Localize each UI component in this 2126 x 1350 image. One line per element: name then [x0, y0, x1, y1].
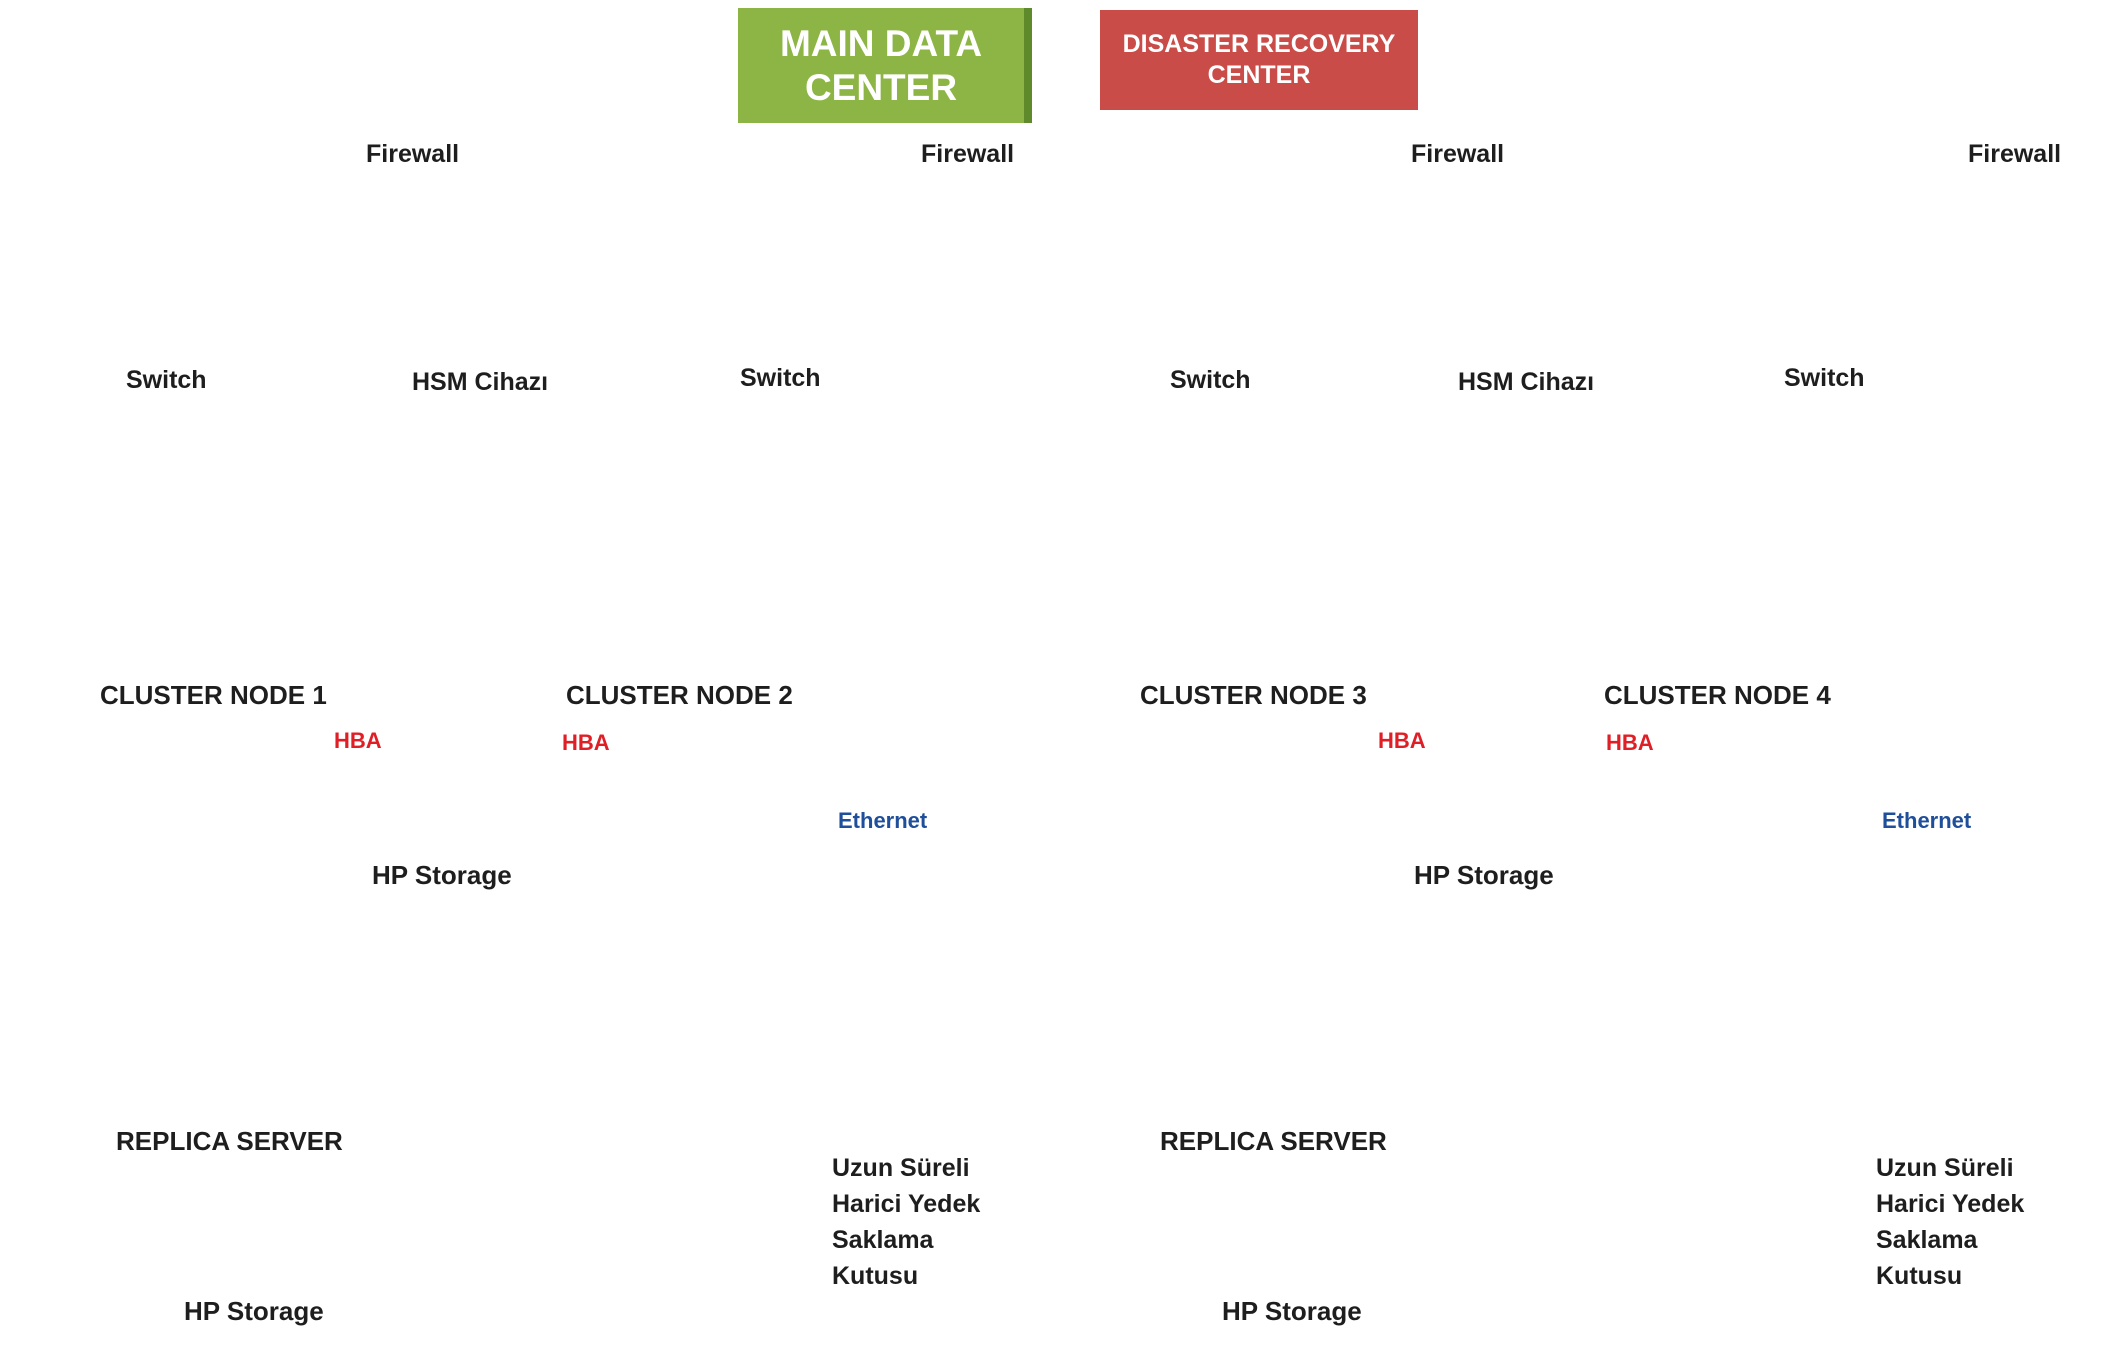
main-firewall-1-label: Firewall — [366, 140, 460, 168]
dr-node-a-label: CLUSTER NODE 3 — [1140, 680, 1367, 710]
dr-backup-line-4: Kutusu — [1876, 1262, 1963, 1290]
main-storage-bottom-label: HP Storage — [184, 1296, 324, 1326]
main-backup-line-4: Kutusu — [832, 1262, 919, 1290]
main-hba-b-label: HBA — [562, 730, 610, 755]
main-center-title-line1: MAIN DATA — [779, 22, 983, 64]
dr-backup-box-icon — [1909, 1002, 2052, 1143]
dr-hba-a-label: HBA — [1378, 728, 1426, 753]
main-switch-right-label: Switch — [740, 364, 821, 392]
main-backup-line-2: Harici Yedek — [832, 1190, 981, 1218]
dr-hsm-icon — [1401, 295, 1675, 361]
dr-link-swr-replica — [1463, 352, 1884, 1082]
main-backup-line-1: Uzun Süreli — [832, 1154, 970, 1182]
main-cluster-node-b-icon — [495, 544, 789, 657]
dr-storage-top-label: HP Storage — [1414, 860, 1554, 890]
main-center-title: MAIN DATA CENTER — [738, 8, 1024, 123]
dr-hsm-label: HSM Cihazı — [1458, 368, 1595, 396]
dr-firewall-1-icon — [1161, 121, 1403, 169]
main-hsm-label: HSM Cihazı — [412, 368, 549, 396]
dr-backup-line-3: Saklama — [1876, 1226, 1978, 1254]
dr-switch-right-icon — [1725, 298, 1989, 343]
dr-center-title: DISASTER RECOVERY CENTER — [1100, 10, 1418, 110]
main-switch-left-label: Switch — [126, 366, 207, 394]
main-firewall-2-label: Firewall — [921, 140, 1015, 168]
main-node-b-label: CLUSTER NODE 2 — [566, 680, 793, 710]
dr-node-b-label: CLUSTER NODE 4 — [1604, 680, 1831, 710]
main-cluster-node-a-icon — [119, 544, 413, 657]
main-storage-top-label: HP Storage — [372, 860, 512, 890]
dr-replica-label: REPLICA SERVER — [1160, 1126, 1387, 1156]
main-storage-top-icon — [285, 800, 617, 849]
dr-link-fw2-swr — [1830, 170, 1856, 302]
main-storage-bottom-icon — [95, 1228, 427, 1277]
main-switch-right-icon — [681, 298, 945, 343]
dr-center-title-line2: CENTER — [1207, 61, 1311, 89]
main-center-title-line2: CENTER — [804, 66, 958, 108]
dr-backup-line-2: Harici Yedek — [1876, 1190, 2025, 1218]
dr-link-fw1-swr — [1280, 170, 1846, 302]
main-hsm-icon — [357, 295, 631, 361]
dr-hba-b-label: HBA — [1606, 730, 1654, 755]
main-hba-a-label: HBA — [334, 728, 382, 753]
main-backup-label: Uzun Süreli Harici Yedek Saklama Kutusu — [832, 1150, 980, 1294]
dr-storage-bottom-label: HP Storage — [1222, 1296, 1362, 1326]
dr-switch-left-label: Switch — [1170, 366, 1251, 394]
dr-link-fw2-swl — [1254, 170, 1834, 302]
dr-backup-label: Uzun Süreli Harici Yedek Saklama Kutusu — [1876, 1150, 2024, 1294]
main-link-fw1-swr — [236, 170, 802, 302]
main-firewall-1-icon — [117, 121, 359, 169]
dr-storage-bottom-icon — [1139, 1228, 1471, 1277]
dr-ethernet-label: Ethernet — [1882, 808, 1972, 833]
main-backup-box-icon — [865, 1002, 1008, 1143]
dr-backup-line-1: Uzun Süreli — [1876, 1154, 2014, 1182]
dr-firewall-1-label: Firewall — [1411, 140, 1505, 168]
dr-firewall-2-icon — [1715, 119, 1957, 167]
dr-firewall-2-label: Firewall — [1968, 140, 2062, 168]
main-replica-server-icon — [109, 1000, 403, 1113]
main-node-a-label: CLUSTER NODE 1 — [100, 680, 327, 710]
main-link-swr-replica — [419, 352, 840, 1082]
dr-switch-left-icon — [1103, 300, 1367, 345]
main-link-fw2-swl — [210, 170, 790, 302]
main-firewall-2-icon — [671, 119, 913, 167]
dr-storage-top-icon — [1329, 800, 1661, 849]
dr-link-fw1-swl — [1232, 170, 1284, 302]
main-replica-label: REPLICA SERVER — [116, 1126, 343, 1156]
main-link-fw2-swr — [786, 170, 812, 302]
main-link-fw1-swl — [188, 170, 240, 302]
main-ethernet-label: Ethernet — [838, 808, 928, 833]
main-switch-left-icon — [59, 300, 323, 345]
dr-cluster-node-b-icon — [1539, 544, 1833, 657]
main-backup-line-3: Saklama — [832, 1226, 934, 1254]
dr-center-title-line1: DISASTER RECOVERY — [1122, 30, 1396, 58]
dr-switch-right-label: Switch — [1784, 364, 1865, 392]
dr-cluster-node-a-icon — [1163, 544, 1457, 657]
dr-replica-server-icon — [1153, 1000, 1447, 1113]
